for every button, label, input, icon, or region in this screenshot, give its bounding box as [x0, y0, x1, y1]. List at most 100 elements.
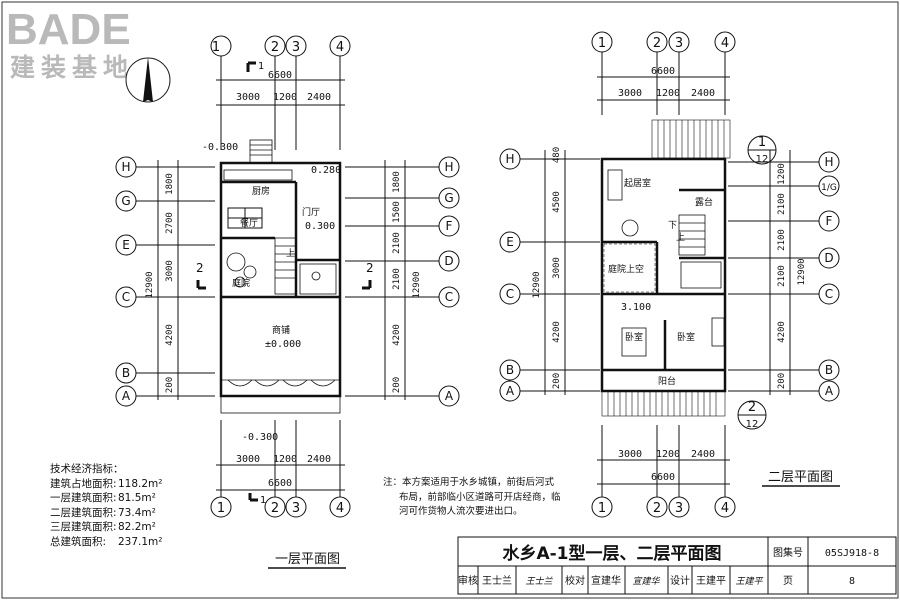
stats-label: 建筑占地面积: — [50, 477, 117, 490]
detail-ref-num: 2 — [748, 400, 756, 415]
room-kitchen: 厨房 — [252, 185, 270, 197]
review-label: 审核 — [458, 574, 478, 587]
f2-span-top: 1200 — [656, 88, 680, 99]
stats-heading: 技术经济指标： — [50, 463, 124, 475]
f2-axis-label-right: 1/G — [821, 183, 837, 193]
f1-axis-label: 1 — [217, 501, 225, 516]
check-label: 校对 — [565, 574, 585, 587]
f2-axis-label-right: F — [826, 214, 833, 228]
note-line: 布局，前部临小区道路可开店经商，临 — [399, 491, 561, 503]
f1-span-bottom: 1200 — [273, 454, 297, 465]
level-outdoor-top: -0.300 — [202, 142, 238, 153]
north-arrow-icon — [125, 57, 171, 103]
level-foyer: 0.300 — [305, 221, 335, 232]
detail-ref-2 — [737, 400, 767, 430]
f1-axis-left — [115, 156, 215, 407]
f2-axis-top — [591, 31, 736, 115]
f2-right-dim: 4200 — [777, 321, 787, 343]
f2-span-bottom: 2400 — [691, 449, 715, 460]
f1-axis-top — [210, 35, 351, 150]
f2-axis-bottom — [591, 425, 736, 518]
sofa-icon — [607, 169, 623, 201]
room-terrace: 露台 — [695, 196, 713, 208]
detail-ref-sheet: 12 — [756, 154, 769, 165]
f2-total-width-bottom: 6600 — [651, 472, 675, 483]
logo-subtitle: 建装基地 — [10, 54, 134, 82]
stats-value: 73.4m² — [118, 506, 156, 519]
f2-axis-label: 3 — [675, 501, 683, 516]
title-block-text: 水乡A-1型一层、二层平面图 图集号 05SJ918-8 审核 王士兰 王士兰 … — [458, 543, 879, 587]
logo-brand: BADE — [6, 5, 131, 54]
room-court-void: 庭院上空 — [608, 263, 644, 275]
detail-ref-num: 1 — [758, 135, 766, 150]
section-mark-top — [246, 61, 256, 72]
room-bedroom-a: 卧室 — [625, 331, 643, 343]
f1-left-dim: 4200 — [165, 324, 175, 346]
stats-value: 82.2m² — [118, 521, 156, 534]
check-name: 宣建华 — [591, 574, 621, 587]
room-bedroom-b: 卧室 — [677, 331, 695, 343]
f1-axis-label-left: E — [122, 238, 130, 252]
f1-axis-label-right: F — [446, 219, 453, 233]
f2-right-dim: 2100 — [777, 193, 787, 215]
f2-axis-label: 1 — [598, 36, 606, 51]
section-mark-bottom — [248, 493, 258, 502]
f2-stair — [678, 214, 706, 256]
design-signature: 王建平 — [735, 576, 763, 587]
f2-left-dim: 4200 — [552, 321, 562, 343]
wc-icon — [680, 261, 722, 289]
f1-left-dim: 200 — [165, 377, 175, 393]
f1-axis-label: 1 — [212, 40, 220, 55]
wc-icon — [299, 263, 337, 295]
atlas-no: 05SJ918-8 — [825, 548, 879, 559]
note-line: 河可作货物人流次要进出口。 — [399, 506, 523, 517]
f2-axis-label-left: A — [506, 384, 515, 398]
f1-axis-label-right: H — [444, 160, 453, 174]
f2-axis-label-left: C — [506, 287, 514, 301]
f1-stair — [249, 139, 297, 295]
f2-span-top: 3000 — [618, 88, 642, 99]
f2-left-dim: 3000 — [552, 257, 562, 279]
f2-right-dim: 200 — [777, 373, 787, 389]
f1-right-dim: 1500 — [392, 201, 402, 223]
f1-axis-label: 4 — [336, 501, 344, 516]
f1-axis-label-right: A — [445, 389, 454, 403]
f2-axis-label-right: C — [825, 287, 833, 301]
floor1-labels: 1 2 3 4 1 2 3 4 1 1 2 2 6600 3000 1200 2… — [121, 40, 454, 516]
stair-down-label: 下 — [668, 221, 677, 231]
f1-axis-label-left: A — [122, 389, 131, 403]
design-name: 王建平 — [696, 574, 726, 587]
level-outdoor-bottom: -0.300 — [242, 432, 278, 443]
floor2-title: 二层平面图 — [768, 470, 834, 485]
f1-axis-label-left: G — [121, 194, 130, 208]
design-note: 注：本方案适用于水乡城镇，前街后河式 布局，前部临小区道路可开店经商，临 河可作… — [383, 476, 588, 520]
f2-axis-right — [728, 150, 840, 402]
f1-right-total: 12900 — [412, 271, 422, 298]
f1-shop-front — [220, 379, 341, 414]
f2-span-bottom: 3000 — [618, 449, 642, 460]
stair-up-label: 上 — [676, 232, 685, 243]
floor2-labels: 1 2 3 4 1 2 3 4 6600 3000 1200 2400 3000… — [505, 36, 836, 516]
page-label: 页 — [783, 575, 793, 587]
section-mark-label: 2 — [196, 261, 204, 275]
f2-walls — [600, 157, 727, 393]
f2-span-top: 2400 — [691, 88, 715, 99]
stats-label: 三层建筑面积: — [50, 521, 117, 534]
f1-right-dim: 1800 — [392, 171, 402, 193]
f1-total-width-bottom: 6600 — [268, 478, 292, 489]
stats-label: 二层建筑面积: — [50, 506, 117, 519]
f1-right-dim: 2100 — [392, 232, 402, 254]
f1-axis-label-right: D — [444, 254, 453, 268]
f2-axis-label: 1 — [598, 501, 606, 516]
room-living: 起居室 — [624, 177, 651, 189]
f1-right-dim: 2100 — [392, 268, 402, 290]
f1-axis-label-left: B — [122, 366, 130, 380]
stats-row: 三层建筑面积:82.2m² — [50, 520, 170, 535]
stats-row: 建筑占地面积:118.2m² — [50, 477, 170, 492]
stats-value: 81.5m² — [118, 492, 156, 505]
level-shop: ±0.000 — [265, 339, 301, 350]
f1-span-top: 3000 — [236, 92, 260, 103]
stats-value: 118.2m² — [118, 477, 163, 490]
bed-icon — [621, 327, 647, 357]
